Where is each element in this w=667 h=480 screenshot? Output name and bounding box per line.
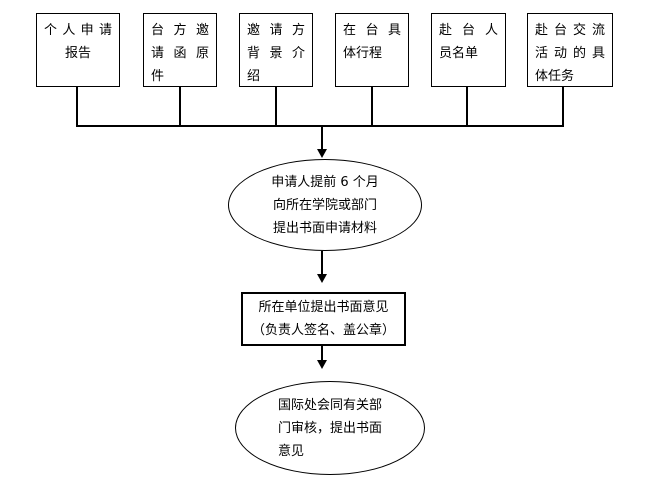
down-arrow-icon <box>317 149 327 158</box>
box-personal-application-report: 个人申请 报告 <box>36 13 120 87</box>
box-text-line: 活动的具 <box>535 46 605 61</box>
ellipse-text: 国际处会同有关部 门审核，提出书面 意见 <box>278 394 382 463</box>
ellipse-text-line: 国际处会同有关部 <box>277 397 382 413</box>
box-text-line: 在台具 <box>343 23 401 38</box>
box-text-line: 背景介 <box>247 46 305 61</box>
box-taiwan-itinerary: 在台具 体行程 <box>335 13 409 87</box>
connector-stub <box>371 86 373 127</box>
box-text-line: 报告 <box>64 46 91 61</box>
box-taiwan-invitation-letter-original: 台方邀 请函原 件 <box>143 13 217 87</box>
ellipse-text-line: 意见 <box>277 443 304 459</box>
flow-arrow-stem <box>321 251 323 275</box>
connector-stub <box>466 86 468 127</box>
ellipse-text-line: 申请人提前 6 个月 <box>271 174 379 190</box>
rect-unit-written-opinion: 所在单位提出书面意见 （负责人签名、盖公章） <box>241 292 406 346</box>
box-text-line: 员名单 <box>439 46 479 61</box>
ellipse-international-office-review: 国际处会同有关部 门审核，提出书面 意见 <box>235 381 425 475</box>
box-text-line: 赴台交流 <box>535 23 605 38</box>
box-text-line: 邀请方 <box>247 23 305 38</box>
connector-stub <box>179 86 181 127</box>
ellipse-text-line: 门审核，提出书面 <box>277 420 382 436</box>
down-arrow-icon <box>317 274 327 283</box>
ellipse-submit-application-materials: 申请人提前 6 个月 向所在学院或部门 提出书面申请材料 <box>228 159 422 251</box>
connector-stub <box>76 86 78 127</box>
box-text-line: 赴台人 <box>439 23 498 38</box>
ellipse-text-line: 提出书面申请材料 <box>272 220 377 236</box>
ellipse-text-line: 向所在学院或部门 <box>272 197 377 213</box>
box-text-line: 件 <box>151 69 165 84</box>
box-text-line: 体行程 <box>343 46 383 61</box>
box-text-line: 台方邀 <box>151 23 209 38</box>
ellipse-text: 申请人提前 6 个月 向所在学院或部门 提出书面申请材料 <box>271 171 379 240</box>
flow-arrow-stem <box>321 127 323 150</box>
box-text-line: 请函原 <box>151 46 209 61</box>
connector-stub <box>562 86 564 127</box>
box-personnel-list: 赴台人 员名单 <box>431 13 506 87</box>
box-text-line: 个人申请 <box>44 23 112 38</box>
rect-text-line: （负责人签名、盖公章） <box>251 323 395 338</box>
box-inviter-background-introduction: 邀请方 背景介 绍 <box>239 13 313 87</box>
flow-arrow-stem <box>321 346 323 361</box>
box-text-line: 绍 <box>247 69 261 84</box>
box-exchange-activity-tasks: 赴台交流 活动的具 体任务 <box>527 13 613 87</box>
rect-text-line: 所在单位提出书面意见 <box>258 300 389 315</box>
box-text-line: 体任务 <box>535 69 575 84</box>
down-arrow-icon <box>317 360 327 369</box>
connector-stub <box>275 86 277 127</box>
connector-bus <box>76 125 564 127</box>
